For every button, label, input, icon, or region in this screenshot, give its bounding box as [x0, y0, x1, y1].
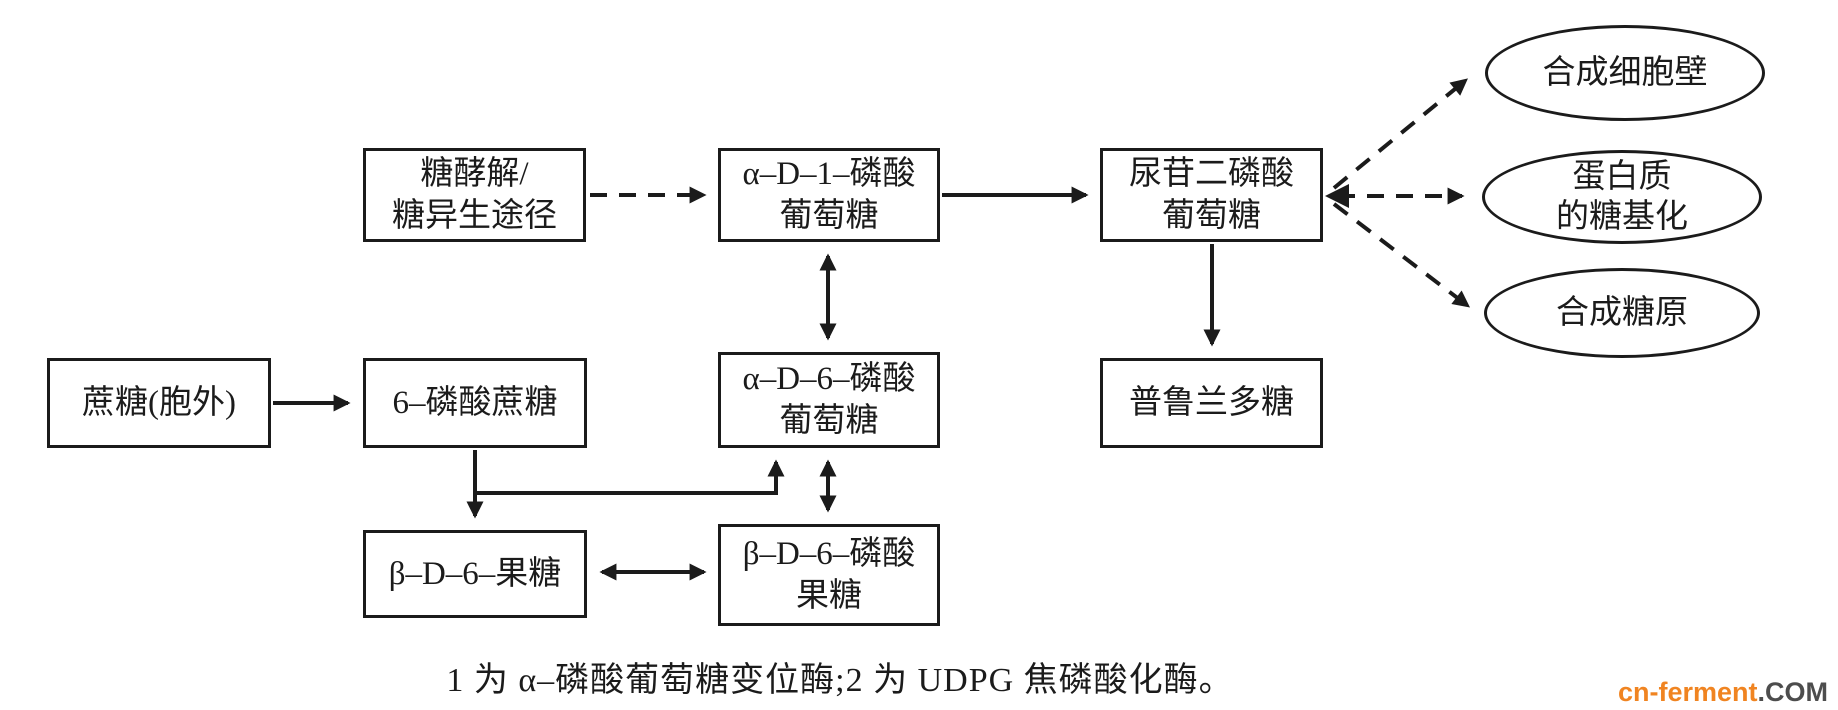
edge-sucrose6p-to-g6p [475, 459, 785, 495]
watermark-brand: cn-ferment [1617, 677, 1758, 707]
node-sucrose6p: 6–磷酸蔗糖 [363, 358, 587, 448]
node-f6p-label-line2: 果糖 [796, 578, 862, 614]
node-udpg: 尿苷二磷酸 葡萄糖 [1100, 148, 1323, 242]
arrowhead-into-udpg [1325, 184, 1349, 208]
ellipse-glycosylation-label-line1: 蛋白质 [1572, 159, 1672, 195]
node-g6p: α–D–6–磷酸 葡萄糖 [718, 352, 940, 448]
node-glycolysis-label-line2: 糖异生途径 [392, 198, 557, 234]
edge-udpg-to-cellwall [1332, 78, 1468, 190]
node-fructose6: β–D–6–果糖 [363, 530, 587, 618]
node-sucrose6p-label: 6–磷酸蔗糖 [392, 385, 558, 421]
node-glycolysis-label-line1: 糖酵解/ [420, 156, 529, 192]
figure-caption: 1 为 α–磷酸葡萄糖变位酶;2 为 UDPG 焦磷酸化酶。 [446, 662, 1234, 699]
node-pullulan-label: 普鲁兰多糖 [1129, 385, 1294, 421]
watermark: cn-ferment.COM [1618, 677, 1828, 708]
node-sucrose-ext-label: 蔗糖(胞外) [82, 385, 236, 421]
node-pullulan: 普鲁兰多糖 [1100, 358, 1323, 448]
node-g6p-label-line2: 葡萄糖 [779, 403, 879, 439]
watermark-tld: .COM [1757, 677, 1829, 707]
ellipse-cell-wall-label: 合成细胞壁 [1542, 55, 1708, 91]
node-g1p-label-line1: α–D–1–磷酸 [742, 156, 916, 192]
node-udpg-label-line1: 尿苷二磷酸 [1129, 156, 1294, 192]
node-udpg-label-line2: 葡萄糖 [1162, 198, 1261, 234]
ellipse-glycogen: 合成糖原 [1484, 268, 1760, 358]
ellipse-glycosylation-label-line2: 的糖基化 [1556, 199, 1688, 235]
node-f6p-label-line1: β–D–6–磷酸 [742, 536, 916, 572]
node-g1p-label-line2: 葡萄糖 [779, 198, 879, 234]
ellipse-glycosylation: 蛋白质 的糖基化 [1482, 150, 1762, 244]
edge-udpg-to-glycogen [1332, 202, 1471, 308]
ellipse-cell-wall: 合成细胞壁 [1485, 25, 1765, 121]
ellipse-glycogen-label: 合成糖原 [1556, 295, 1688, 331]
node-g1p: α–D–1–磷酸 葡萄糖 [718, 148, 940, 242]
node-fructose6-label: β–D–6–果糖 [388, 556, 562, 592]
node-sucrose-ext: 蔗糖(胞外) [47, 358, 271, 448]
node-g6p-label-line1: α–D–6–磷酸 [742, 361, 916, 397]
node-glycolysis: 糖酵解/ 糖异生途径 [363, 148, 586, 242]
node-f6p: β–D–6–磷酸 果糖 [718, 524, 940, 626]
